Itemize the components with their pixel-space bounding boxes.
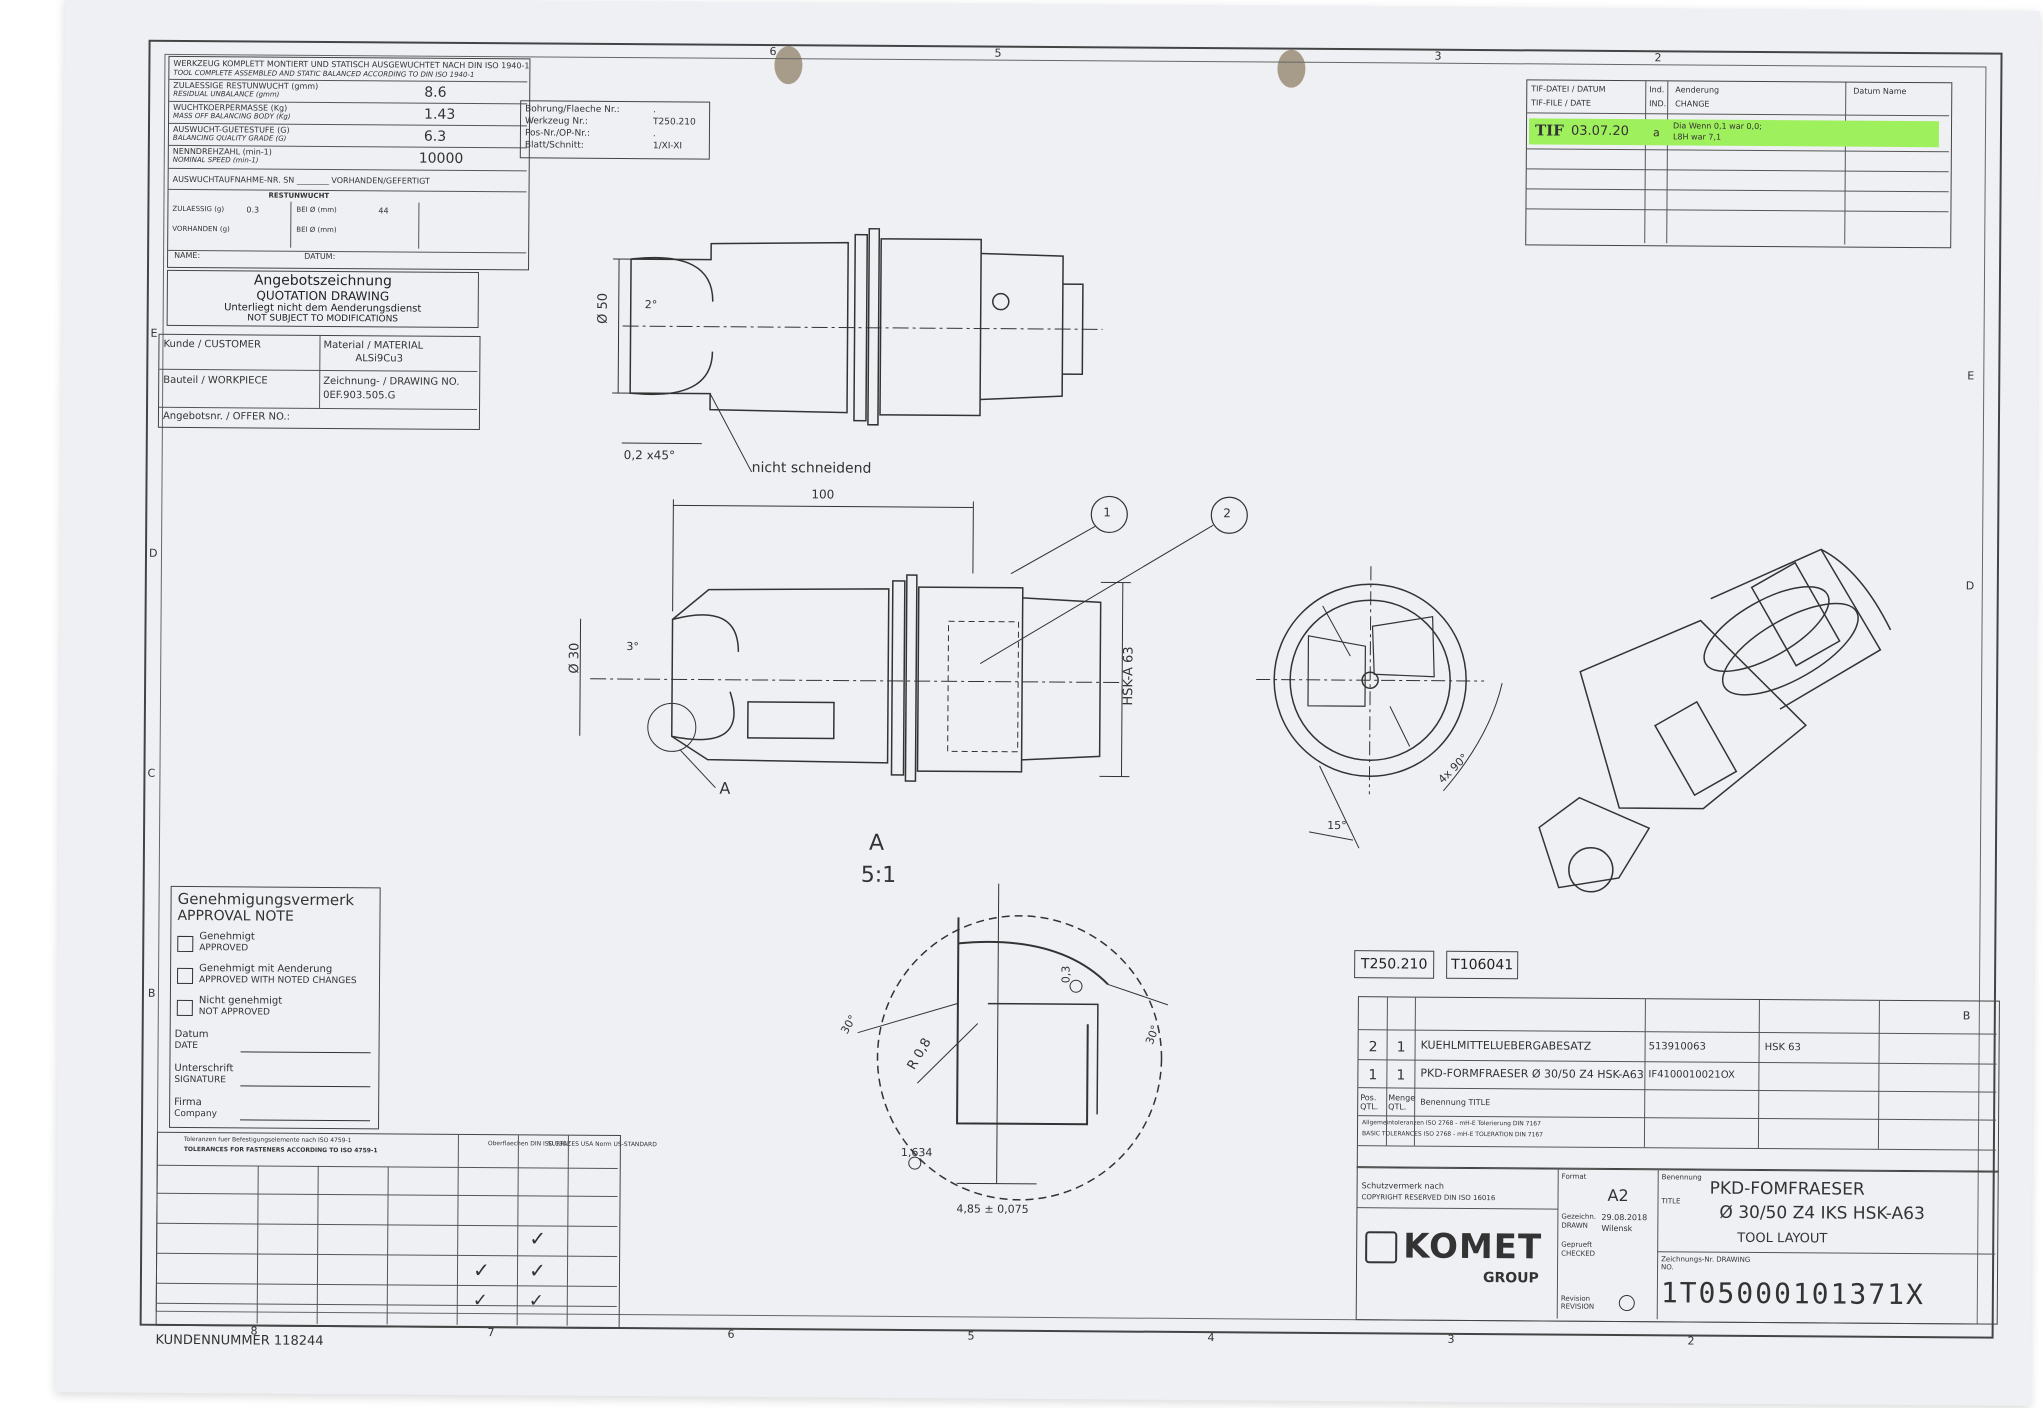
signature-field[interactable] <box>240 1085 371 1088</box>
chamfer-label: 0,2 x45° <box>623 448 676 463</box>
parts-row-title: PKD-FORMFRAESER Ø 30/50 Z4 HSK-A63 <box>1420 1066 1644 1082</box>
detail-title: A <box>868 830 885 856</box>
tolerance-title: Toleranzen fuer Befestigungselemente nac… <box>183 1135 352 1145</box>
general-tolerance-en: BASIC TOLERANCES ISO 2768 - mH-E TOLERAT… <box>1361 1130 1544 1139</box>
parts-row-qty: 1 <box>1396 1039 1406 1056</box>
check-icon: ✓ <box>528 1290 544 1312</box>
approval-note: Genehmigungsvermerk APPROVAL NOTE Genehm… <box>169 885 381 1130</box>
tool-number-tag: T250.210 <box>1354 950 1435 979</box>
tool-isometric-view <box>1538 548 1892 893</box>
drawn-label-en: DRAWN <box>1561 1221 1588 1230</box>
parts-row-number: IF4100010021OX <box>1648 1069 1735 1081</box>
signature-label: Unterschrift <box>174 1062 234 1075</box>
not-approved-label: Nicht genehmigt <box>198 995 283 1007</box>
detail-reference-a: A <box>719 778 731 798</box>
parts-row-note: HSK 63 <box>1764 1042 1801 1054</box>
drawn-label: Gezeichn. <box>1561 1212 1597 1221</box>
parts-row-title: KUEHLMITTELUEBERGABESATZ <box>1420 1038 1592 1053</box>
benennung-label: Benennung <box>1661 1173 1702 1182</box>
parts-row-number: 513910063 <box>1648 1041 1706 1053</box>
customer-number: KUNDENNUMMER 118244 <box>155 1332 324 1349</box>
revision-circle-icon <box>1618 1295 1635 1312</box>
approval-title-en: APPROVAL NOTE <box>177 907 294 925</box>
check-icon: ✓ <box>529 1226 547 1251</box>
parts-row-qty: 1 <box>1396 1067 1406 1084</box>
signature-label-en: SIGNATURE <box>174 1074 226 1086</box>
group-text: GROUP <box>1482 1270 1539 1287</box>
komet-logo-icon <box>1365 1231 1398 1264</box>
not-approved-label-en: NOT APPROVED <box>198 1007 270 1018</box>
diameter-50-label: Ø 50 <box>595 292 611 324</box>
technical-drawing <box>579 227 1892 1201</box>
length-100-label: 100 <box>811 487 835 502</box>
approved-changes-label: Genehmigt mit Aenderung <box>199 963 333 976</box>
drawing-number-label: Zeichnungs-Nr. DRAWING NO. <box>1661 1255 1751 1272</box>
drawn-name: Wilensk <box>1601 1223 1633 1234</box>
approved-changes-label-en: APPROVED WITH NOTED CHANGES <box>198 975 357 987</box>
protection-note: Schutzvermerk nach <box>1361 1181 1445 1191</box>
tool-end-view <box>1256 566 1503 849</box>
approved-label-en: APPROVED <box>199 943 249 954</box>
format-value: A2 <box>1607 1185 1629 1206</box>
drawing-title-2: Ø 30/50 Z4 IKS HSK-A63 <box>1719 1202 1925 1225</box>
tool-side-view <box>579 495 1248 789</box>
date-field[interactable] <box>240 1051 371 1054</box>
check-icon: ✓ <box>528 1258 546 1283</box>
date-label-en: DATE <box>174 1040 199 1052</box>
format-label: Format <box>1561 1172 1587 1181</box>
company-field[interactable] <box>240 1119 371 1122</box>
komet-logo-text: KOMET <box>1403 1226 1543 1268</box>
parts-header-qty: Menge QTL. <box>1388 1093 1416 1112</box>
diameter-30-label: Ø 30 <box>567 642 583 674</box>
company-label-en: Company <box>174 1108 217 1120</box>
drawing-sheet: 6 5 3 2 E D C B E D B 8 7 6 5 4 3 2 WERK… <box>55 0 2040 1406</box>
check-icon: ✓ <box>472 1258 490 1283</box>
not-approved-checkbox[interactable] <box>176 997 199 1016</box>
drawing-title-3: TOOL LAYOUT <box>1737 1230 1828 1247</box>
check-icon: ✓ <box>472 1290 488 1312</box>
parts-header-pos: Pos. QTL. <box>1360 1093 1379 1112</box>
callout-2: 2 <box>1223 506 1232 521</box>
detail-scale: 5:1 <box>860 862 897 888</box>
angle-15-label: 15° <box>1327 818 1347 833</box>
approved-label: Genehmigt <box>199 931 255 943</box>
copyright-note: COPYRIGHT RESERVED DIN ISO 16016 <box>1361 1193 1496 1203</box>
approval-title-de: Genehmigungsvermerk <box>177 889 355 910</box>
dimension-0-3: 0,3 <box>1059 965 1073 984</box>
detail-view-a <box>857 883 1169 1201</box>
revision-label: Revision REVISION <box>1560 1294 1595 1311</box>
drawn-date: 29.08.2018 <box>1601 1212 1648 1223</box>
non-cutting-label: nicht schneidend <box>751 459 872 477</box>
dimension-4-85: 4,85 ± 0,075 <box>956 1202 1029 1216</box>
angle-3-label: 3° <box>626 640 639 654</box>
parts-list: 2 1 KUEHLMITTELUEBERGABESATZ 513910063 H… <box>1356 996 2000 1173</box>
parts-row-pos: 1 <box>1368 1067 1378 1084</box>
approved-with-changes-checkbox[interactable] <box>177 965 199 984</box>
drawing-number: 1T05000101371X <box>1660 1276 1926 1312</box>
drawing-title-1: PKD-FOMFRAESER <box>1709 1178 1865 1200</box>
parts-row-pos: 2 <box>1368 1039 1378 1056</box>
approved-checkbox[interactable] <box>177 933 199 952</box>
tolerance-table: Toleranzen fuer Befestigungselemente nac… <box>155 1131 657 1330</box>
general-tolerance: Allgemeintoleranzen ISO 2768 - mH-E Tole… <box>1362 1119 1541 1128</box>
dimension-1-634: 1,634 <box>900 1145 933 1160</box>
company-label: Firma <box>174 1096 202 1109</box>
hsk-label: HSK-A 63 <box>1121 646 1137 706</box>
title-block: Schutzvermerk nach COPYRIGHT RESERVED DI… <box>1355 1166 1999 1325</box>
title-label: TITLE <box>1661 1197 1681 1206</box>
callout-1: 1 <box>1103 505 1112 520</box>
part-number-tag: T106041 <box>1446 950 1519 980</box>
surface-label-en: SURFACES USA Norm US-STANDARD <box>547 1140 657 1149</box>
date-label: Datum <box>174 1028 209 1041</box>
tolerance-title-en: TOLERANCES FOR FASTENERS ACCORDING TO IS… <box>183 1145 378 1155</box>
checked-label-en: CHECKED <box>1561 1249 1596 1258</box>
komet-logo: KOMET GROUP <box>1365 1225 1545 1296</box>
angle-2-label: 2° <box>644 298 658 312</box>
tool-top-view <box>612 227 1103 473</box>
checked-label: Geprueft <box>1561 1240 1593 1249</box>
parts-header-title: Benennung TITLE <box>1420 1097 1491 1108</box>
